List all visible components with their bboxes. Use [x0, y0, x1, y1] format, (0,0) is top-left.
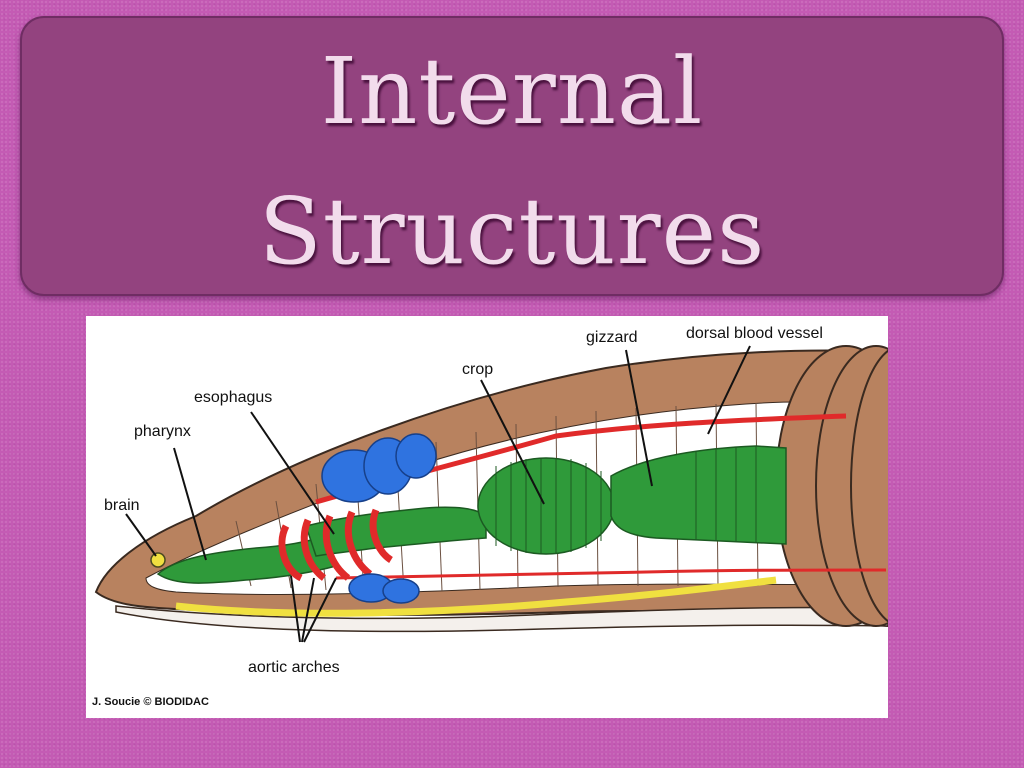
label-crop: crop: [462, 361, 494, 378]
brain-shape: [150, 552, 166, 568]
segment-rings: [775, 345, 888, 627]
gizzard-striations: [695, 446, 757, 543]
label-gizzard: gizzard: [586, 329, 638, 346]
image-credit: J. Soucie © BIODIDAC: [92, 696, 209, 708]
seminal-vesicles: [321, 433, 437, 604]
label-brain: brain: [104, 497, 140, 514]
slide-title-line-2: Structures: [258, 178, 766, 285]
label-esophagus: esophagus: [194, 389, 273, 406]
nerve-cord: [175, 576, 777, 617]
title-panel: Internal Structures: [20, 16, 1004, 296]
earthworm-diagram: brain pharynx esophagus crop gizzard dor…: [86, 316, 888, 718]
earthworm-illustration: [94, 345, 888, 643]
slide-title-line-1: Internal: [320, 38, 704, 145]
aortic-arches-shape: [278, 508, 394, 582]
label-dorsal-blood-vessel: dorsal blood vessel: [686, 325, 823, 342]
label-pointers: [125, 345, 751, 643]
crop-striations: [495, 458, 602, 554]
gizzard-shape: [610, 445, 787, 545]
ventral-wall: [115, 605, 888, 633]
label-pharynx: pharynx: [134, 423, 191, 440]
ventral-vessel: [335, 568, 887, 580]
crop-shape: [477, 457, 615, 555]
label-aortic-arches: aortic arches: [248, 659, 340, 676]
